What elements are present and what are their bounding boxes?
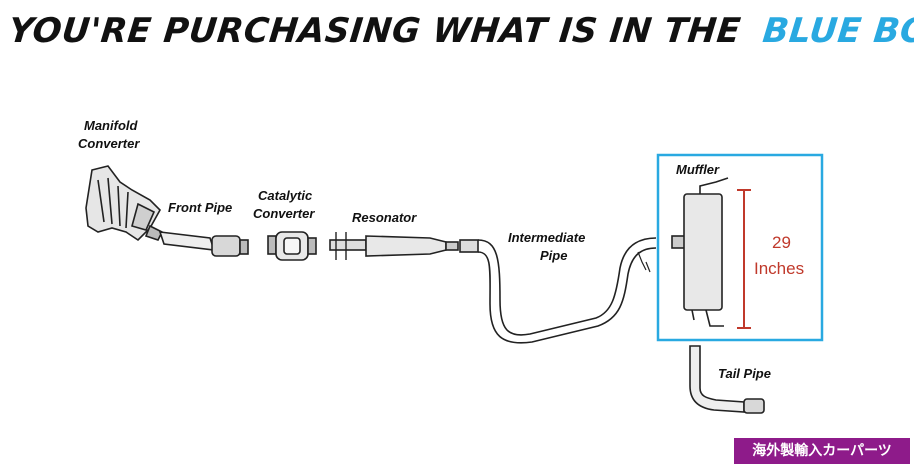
intermediate-label-line1: Intermediate: [508, 230, 585, 245]
dimension-marker: [737, 189, 751, 329]
intermediate-pipe-label: Intermediate Pipe: [508, 230, 589, 263]
tail-pipe-drawing: [689, 345, 765, 414]
dimension-unit: Inches: [754, 259, 804, 278]
headline: YOU'RE PURCHASING WHAT IS IN THE BLUE BO…: [7, 11, 914, 51]
intermediate-pipe-drawing: [459, 237, 657, 344]
dimension-value: 29: [772, 233, 791, 252]
headline-highlight: BLUE BOX: [761, 11, 914, 51]
tail-pipe-label: Tail Pipe: [718, 366, 771, 381]
intermediate-label-line2: Pipe: [540, 248, 567, 263]
resonator-drawing: [329, 232, 459, 260]
catalytic-converter-drawing: [267, 231, 317, 261]
manifold-label-line1: Manifold: [84, 118, 138, 133]
muffler-label: Muffler: [676, 162, 720, 177]
catalytic-converter-label: Catalytic Converter: [253, 188, 316, 221]
manifold-converter-label: Manifold Converter: [78, 118, 141, 151]
watermark-badge: 海外製輸入カーパーツ: [734, 438, 910, 464]
catalytic-label-line2: Converter: [253, 206, 315, 221]
manifold-converter-drawing: [85, 165, 164, 242]
catalytic-label-line1: Catalytic: [258, 188, 313, 203]
resonator-label: Resonator: [352, 210, 417, 225]
headline-main: YOU'RE PURCHASING WHAT IS IN THE: [7, 11, 743, 51]
manifold-label-line2: Converter: [78, 136, 140, 151]
muffler-drawing: [671, 177, 729, 327]
blue-box-highlight: [656, 153, 824, 342]
front-pipe-label: Front Pipe: [168, 200, 232, 215]
front-pipe-drawing: [158, 231, 249, 257]
